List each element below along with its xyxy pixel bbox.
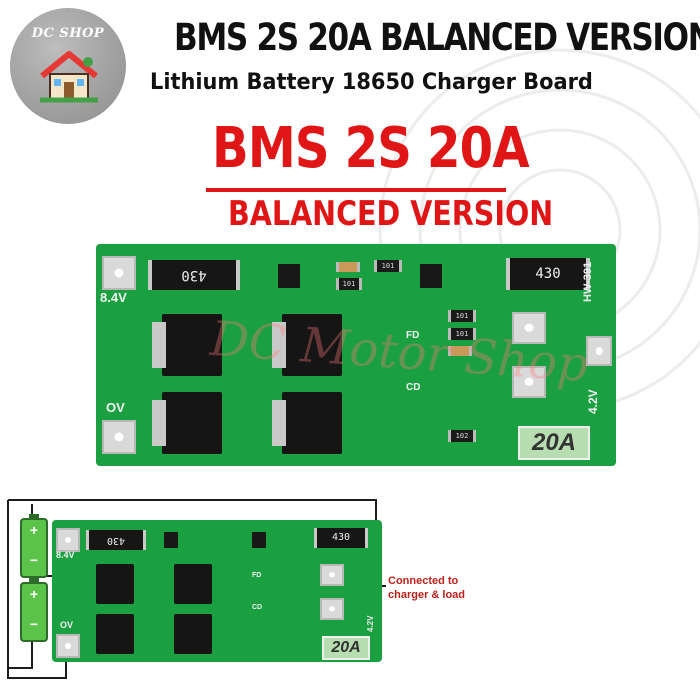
- pad-p-minus: [512, 366, 546, 398]
- battery-cell-bottom: + −: [20, 578, 48, 642]
- battery-minus-top: −: [29, 552, 39, 568]
- label-0v: OV: [106, 400, 125, 415]
- resistor-right: 430: [506, 258, 590, 290]
- small-mosfet-3: [96, 614, 134, 654]
- mosfet-3: [162, 392, 222, 454]
- smd-101-c: 101: [448, 310, 476, 322]
- smd-101-d: 101: [448, 328, 476, 340]
- shop-logo: DC SHOP: [10, 8, 126, 124]
- label-fd: FD: [406, 330, 420, 341]
- mosfet-2: [282, 314, 342, 376]
- small-label-4-2v: 4.2V: [366, 615, 375, 632]
- mosfet-2-tab: [272, 322, 286, 368]
- small-label-0v: OV: [60, 620, 74, 630]
- small-pad-b-plus: [56, 528, 80, 552]
- battery-cell-top: + −: [20, 514, 48, 578]
- small-current-rating-badge: 20A: [322, 636, 370, 660]
- hero-underline: [206, 188, 506, 192]
- mosfet-3-tab: [152, 400, 166, 446]
- pad-b-plus: [102, 256, 136, 290]
- smd-101-b: 101: [374, 260, 402, 272]
- mosfet-1-tab: [152, 322, 166, 368]
- small-mosfet-4: [174, 614, 212, 654]
- small-pad-b-mid: [320, 564, 344, 586]
- small-label-8-4v: 8.4V: [56, 550, 75, 560]
- small-resistor-right: 430: [314, 528, 368, 548]
- logo-text: DC SHOP: [31, 26, 105, 41]
- small-pad-b-minus: [56, 634, 80, 658]
- small-mosfet-2: [174, 564, 212, 604]
- mosfet-1: [162, 314, 222, 376]
- mosfet-4-tab: [272, 400, 286, 446]
- cap-2: [448, 346, 472, 356]
- pad-4-2v: [586, 336, 612, 366]
- pad-b-minus: [102, 420, 136, 454]
- battery-cap-top: [29, 514, 39, 520]
- pad-b-mid: [512, 312, 546, 344]
- label-cd: CD: [406, 382, 421, 393]
- current-rating-badge: 20A: [518, 426, 590, 460]
- small-mosfet-1: [96, 564, 134, 604]
- bms-board-photo: 8.4V 430 101 101 430 HW-391 FD CD 101 10…: [96, 244, 616, 466]
- house-icon: [40, 51, 98, 103]
- battery-cap-bottom: [29, 578, 39, 584]
- small-resistor-left: 430: [86, 530, 146, 550]
- bms-board-diagram: 8.4V 430 430 FD CD OV 4.2V 20A: [52, 520, 382, 662]
- label-8-4v: 8.4V: [100, 290, 127, 305]
- smd-102: 102: [448, 430, 476, 442]
- small-ic-left: [164, 532, 178, 548]
- connection-note: Connected to charger & load: [388, 575, 466, 601]
- cap-1: [336, 262, 360, 272]
- small-label-fd: FD: [252, 572, 262, 579]
- page-subtitle: Lithium Battery 18650 Charger Board: [150, 70, 593, 95]
- hero-subtitle: BALANCED VERSION: [228, 194, 554, 234]
- battery-minus-bottom: −: [29, 616, 39, 632]
- ic-right: [420, 264, 442, 288]
- hero-title: BMS 2S 20A: [212, 116, 530, 181]
- battery-plus-top: +: [29, 522, 39, 538]
- ic-left: [278, 264, 300, 288]
- smd-101-a: 101: [336, 278, 362, 290]
- battery-plus-bottom: +: [29, 586, 39, 602]
- small-pad-p-minus: [320, 598, 344, 620]
- small-ic-right: [252, 532, 266, 548]
- mosfet-4: [282, 392, 342, 454]
- small-label-cd: CD: [252, 604, 263, 611]
- page-title: BMS 2S 20A BALANCED VERSION: [174, 16, 700, 59]
